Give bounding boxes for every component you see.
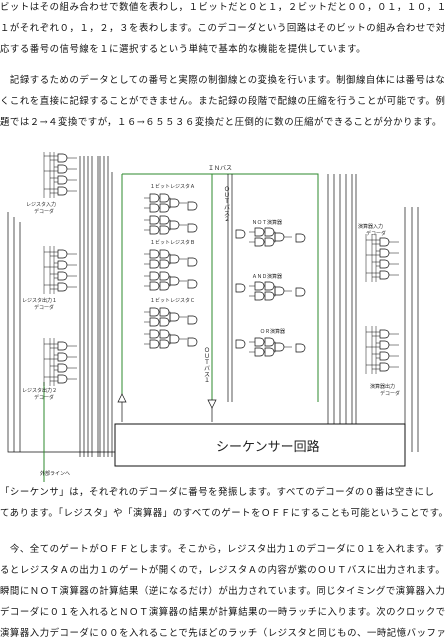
svg-text:デコーダ: デコーダ [34,208,54,215]
svg-text:１ビットレジスタＢ: １ビットレジスタＢ [150,239,195,246]
text-line: １がそれぞれ０，１，２，３を表わします。このデコーダという回路はそのビットの組み… [0,23,445,34]
alu-output-decoder: 演算器出力 デコーダ [366,326,400,397]
svg-text:レジスタ入力: レジスタ入力 [26,201,56,208]
svg-text:１ビットレジスタＣ: １ビットレジスタＣ [150,297,195,304]
register-c: １ビットレジスタＣ [144,297,198,348]
out-bus1-label: ＯＵＴバス１ [203,347,210,383]
svg-text:レジスタ出力１: レジスタ出力１ [22,297,57,304]
text-line: 「シーケンサ」は，それぞれのデコーダに番号を発振します。すべてのデコーダの０番は… [0,487,435,498]
text-line: 応する番号の信号線を１に選択するという単純で基本的な機能を提供しています。 [0,44,367,55]
sequencer-block: シーケンサー回路 [114,423,406,467]
svg-text:演算器出力: 演算器出力 [370,383,395,390]
buffer-icon [207,399,217,409]
buffer-icon [117,393,127,403]
register-output1-decoder: レジスタ出力１ デコーダ [22,246,77,311]
cpu-circuit-diagram: ＩＮバス ＯＵＴバス２ ＯＵＴバス１ レジスタ入力 デコーダ レジスタ出力１ デ… [7,152,419,482]
svg-text:ＯＲ演算器: ＯＲ演算器 [260,328,285,335]
text-line: るとレジスタＡの出力１のゲートが開くので，レジスタＡの内容が紫のＯＵＴバスに出力… [0,565,445,576]
svg-text:デコーダ: デコーダ [34,304,54,311]
external-line-label: 外部ラインへ [40,470,70,477]
paragraph-operation: 今、全てのゲートがＯＦＦとします。そこから，レジスタ出力１のデコーダに０１を入れ… [0,539,445,644]
and-operator: ＡＮＤ演算器 [235,273,306,300]
text-line: くこれを直接に記録することができません。また記録の段階で配線の圧縮を行うことが可… [0,96,445,107]
svg-text:ＮＯＴ演算器: ＮＯＴ演算器 [252,219,282,226]
svg-text:デコーダ: デコーダ [380,390,400,397]
paragraph-binary-decoder: ビットはその組み合わせで数値を表わし，１ビットだと０と１，２ビットだと００，０１… [0,0,445,60]
register-b: １ビットレジスタＢ [144,239,198,290]
register-a: １ビットレジスタＡ [144,183,198,234]
paragraph-conversion: 記録するためのデータとしての番号と実際の制御線との変換を行います。制御線自体には… [0,70,445,133]
alu-input-decoder: 演算器入力 デコーダ [358,223,399,282]
svg-text:演算器入力: 演算器入力 [358,223,383,230]
svg-text:ＡＮＤ演算器: ＡＮＤ演算器 [252,273,282,280]
out-bus2-label: ＯＵＴバス２ [223,186,230,222]
text-line: デコーダに０１を入れるとＮＯＴ演算器の結果が計算結果の一時ラッチに入ります。次の… [0,607,445,618]
text-line: 今、全てのゲートがＯＦＦとします。そこから，レジスタ出力１のデコーダに０１を入れ… [0,544,445,555]
text-line: 瞬間にＮＯＴ演算器の計算結果（逆になるだけ）が出力されています。同じタイミングで… [0,586,445,597]
register-output2-decoder: レジスタ出力２ デコーダ [22,338,77,401]
text-line: てあります。「レジスタ」や「演算器」のすべてのゲートをＯＦＦにすることも可能とい… [0,508,445,519]
or-operator: ＯＲ演算器 [235,328,306,356]
text-line: 演算器入力デコーダに００を入れることで先ほどのラッチ（レジスタと同じもの、一時記… [0,628,445,639]
svg-text:デコーダ: デコーダ [34,394,54,401]
sequencer-label: シーケンサー回路 [216,439,320,455]
text-line: 記録するためのデータとしての番号と実際の制御線との変換を行います。制御線自体には… [0,75,445,86]
text-line: 題では２→４変換ですが，１６→６５５３６変換だと圧倒的に数の圧縮ができることが分… [0,117,442,128]
svg-text:レジスタ出力２: レジスタ出力２ [22,387,57,394]
paragraph-sequencer: 「シーケンサ」は，それぞれのデコーダに番号を発振します。すべてのデコーダの０番は… [0,482,445,524]
register-input-decoder: レジスタ入力 デコーダ [26,152,77,215]
not-operator: ＮＯＴ演算器 [235,219,306,246]
text-line: ビットはその組み合わせで数値を表わし，１ビットだと０と１，２ビットだと００，０１… [0,2,445,13]
svg-text:デコーダ: デコーダ [366,230,386,237]
svg-text:１ビットレジスタＡ: １ビットレジスタＡ [150,183,195,190]
in-bus-label: ＩＮバス [208,165,232,172]
